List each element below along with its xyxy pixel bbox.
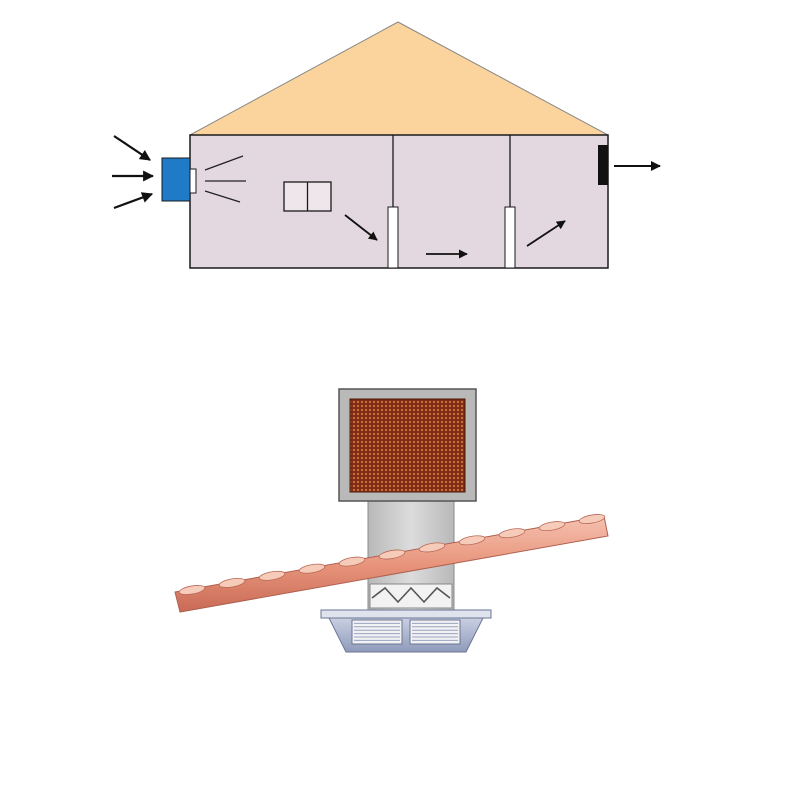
inflow-arrow xyxy=(113,192,154,210)
roof-tiles xyxy=(174,514,609,613)
door-gap xyxy=(504,206,516,269)
roof xyxy=(189,21,609,136)
door-gap xyxy=(387,206,399,269)
window-icon xyxy=(283,181,332,212)
evaporative-cooler-icon xyxy=(161,157,191,202)
roof-cooler-diagram xyxy=(174,388,609,653)
roof-tile xyxy=(378,549,406,560)
roof-tile xyxy=(418,542,446,553)
roof-tile xyxy=(538,521,566,532)
flow-arrow xyxy=(526,220,566,247)
partition-walls xyxy=(387,135,516,269)
roof-tile xyxy=(498,528,526,539)
flexible-joint xyxy=(369,583,453,609)
inflow-arrows xyxy=(112,135,155,210)
cool-air-diffuser-icon xyxy=(189,168,197,194)
flow-arrows xyxy=(344,214,566,259)
roof-tile xyxy=(578,514,606,524)
roof-tile xyxy=(338,556,366,567)
inflow-arrow xyxy=(113,135,151,161)
roof-tile xyxy=(458,535,486,546)
flow-arrow xyxy=(344,214,378,241)
air-spray-lines xyxy=(204,155,246,203)
house-airflow-diagram xyxy=(112,21,661,269)
exhaust-vent-icon xyxy=(598,145,608,185)
roof-tile xyxy=(218,577,246,588)
ceiling-diffuser-icon xyxy=(320,609,492,653)
house-body xyxy=(189,134,609,269)
cooler-pad xyxy=(349,398,466,493)
roof-tile xyxy=(258,570,286,581)
roof-tile xyxy=(178,585,206,595)
roof-tile xyxy=(298,563,326,574)
